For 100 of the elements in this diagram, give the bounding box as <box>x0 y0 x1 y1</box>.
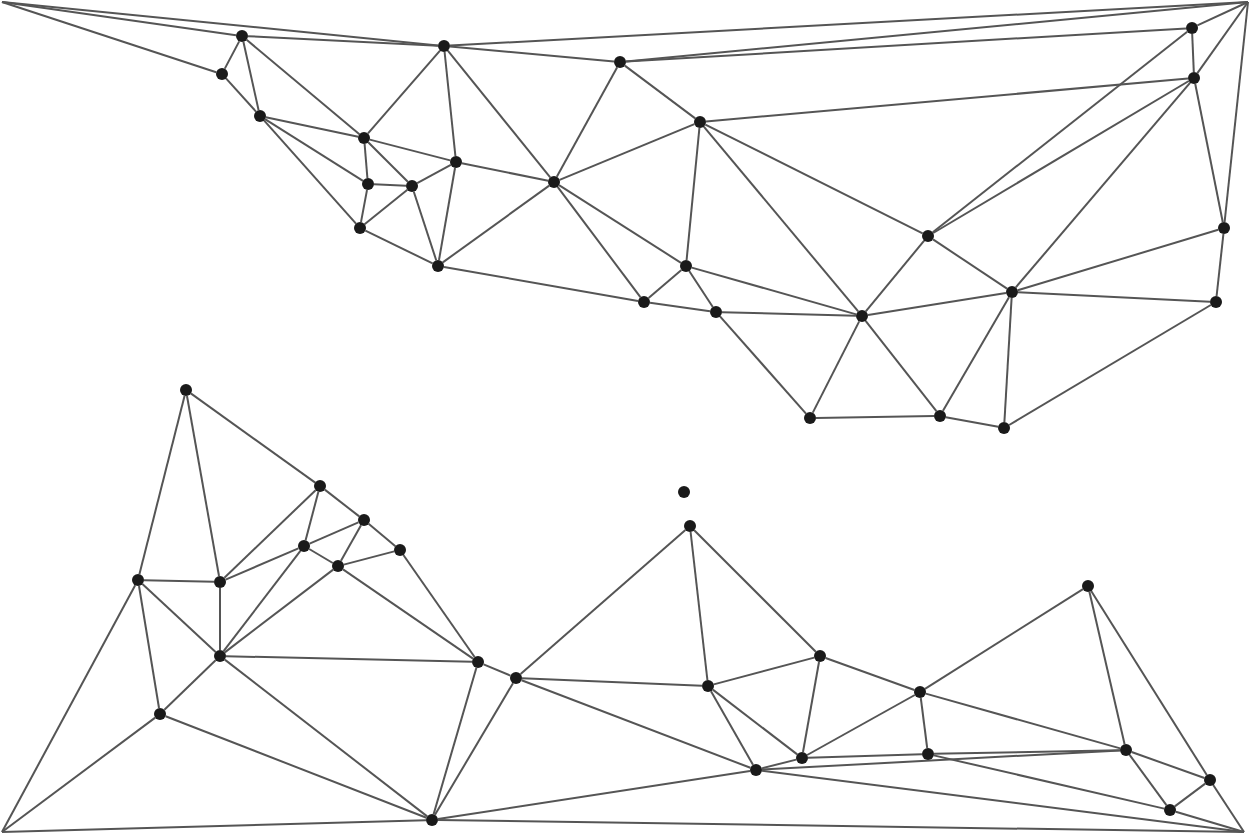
connector-line <box>482 663 512 677</box>
vertex-dot <box>358 514 370 526</box>
connector-line <box>449 45 615 63</box>
vertex-dot <box>934 410 946 422</box>
connector-line <box>460 162 550 182</box>
connector-line <box>364 229 434 265</box>
connector-line <box>944 416 1000 428</box>
connector-line <box>225 655 473 663</box>
connector-line <box>932 80 1190 234</box>
connector-line <box>1194 82 1224 224</box>
connector-line <box>141 583 217 653</box>
connector-line <box>806 694 916 756</box>
connector-line <box>164 715 428 819</box>
connector-line <box>702 125 860 313</box>
connector-line <box>931 30 1189 234</box>
connector-line <box>704 123 924 235</box>
connector-line <box>225 77 257 113</box>
connector-line <box>689 531 709 681</box>
vertex-dot <box>1006 286 1018 298</box>
vertex-dot <box>1186 22 1198 34</box>
connector-line <box>308 521 360 545</box>
vertex-dot <box>362 178 374 190</box>
connector-line <box>222 549 302 653</box>
vertex-dot <box>1164 804 1176 816</box>
connector-line <box>367 522 397 548</box>
vertex-dot <box>684 520 696 532</box>
vertex-dot <box>472 656 484 668</box>
vertex-dot <box>432 260 444 272</box>
vertex-dot <box>680 260 692 272</box>
vertex-dot <box>236 30 248 42</box>
vertex-dot <box>614 56 626 68</box>
vertex-dot <box>426 814 438 826</box>
vertex-dot <box>438 40 450 52</box>
connector-line <box>373 183 407 187</box>
vertex-dot <box>702 680 714 692</box>
vertex-dot <box>1218 222 1230 234</box>
connector-line <box>1128 753 1168 807</box>
connector-line <box>705 77 1189 123</box>
connector-line <box>138 585 160 709</box>
connector-line <box>434 682 514 816</box>
vertex-dot <box>710 306 722 318</box>
vertex-dot <box>332 560 344 572</box>
connector-line <box>864 319 938 413</box>
connector-line <box>264 116 360 138</box>
vertex-dot <box>1082 580 1094 592</box>
connector-line <box>690 266 858 316</box>
connector-line <box>143 579 215 583</box>
connector-line <box>693 529 817 653</box>
vertex-dot <box>154 708 166 720</box>
connector-line <box>186 395 220 577</box>
vertex-dot <box>214 576 226 588</box>
vertex-dot <box>1204 774 1216 786</box>
connector-line <box>247 35 439 47</box>
vertex-dot <box>216 68 228 80</box>
vertex-dot <box>450 156 462 168</box>
vertex-dot <box>510 672 522 684</box>
connector-line <box>521 677 703 687</box>
connector-line <box>360 189 368 223</box>
vertex-dot <box>796 752 808 764</box>
vertex-dot <box>922 230 934 242</box>
connector-line <box>441 184 551 264</box>
connector-line <box>1 1 218 74</box>
vertex-dot <box>750 764 762 776</box>
connector-line <box>264 118 364 182</box>
connector-line <box>1 1 439 47</box>
vertex-dot <box>358 132 370 144</box>
connector-line <box>867 292 1007 316</box>
connector-line <box>710 690 754 766</box>
connector-line <box>368 138 452 162</box>
vertex-dot <box>214 650 226 662</box>
connector-line <box>242 40 260 112</box>
connector-line <box>932 754 1166 810</box>
connector-line <box>412 190 438 262</box>
connector-line <box>263 119 357 225</box>
connector-line <box>1017 291 1211 303</box>
vertex-dot <box>694 116 706 128</box>
connector-line <box>1174 810 1245 833</box>
connector-line <box>323 488 361 518</box>
connector-line <box>815 415 935 419</box>
connector-line <box>625 27 1187 63</box>
connector-line <box>558 184 682 264</box>
connector-line <box>1196 1 1249 27</box>
connector-line <box>760 758 798 770</box>
connector-line <box>647 269 683 299</box>
connector-line <box>304 490 320 542</box>
connector-line <box>223 658 429 818</box>
connector-line <box>1196 1 1249 75</box>
connector-line <box>340 524 362 562</box>
connector-line <box>443 266 639 302</box>
connector-line <box>864 239 926 313</box>
connector-line <box>761 749 1121 771</box>
connector-line <box>1090 590 1208 776</box>
connector-line <box>1212 784 1245 833</box>
vertex-dot <box>678 486 690 498</box>
connector-line <box>363 143 369 179</box>
vertex-dot <box>1188 72 1200 84</box>
connector-line <box>367 141 409 183</box>
connector-line <box>245 38 361 136</box>
connector-line <box>223 40 241 70</box>
connector-line <box>308 548 334 564</box>
